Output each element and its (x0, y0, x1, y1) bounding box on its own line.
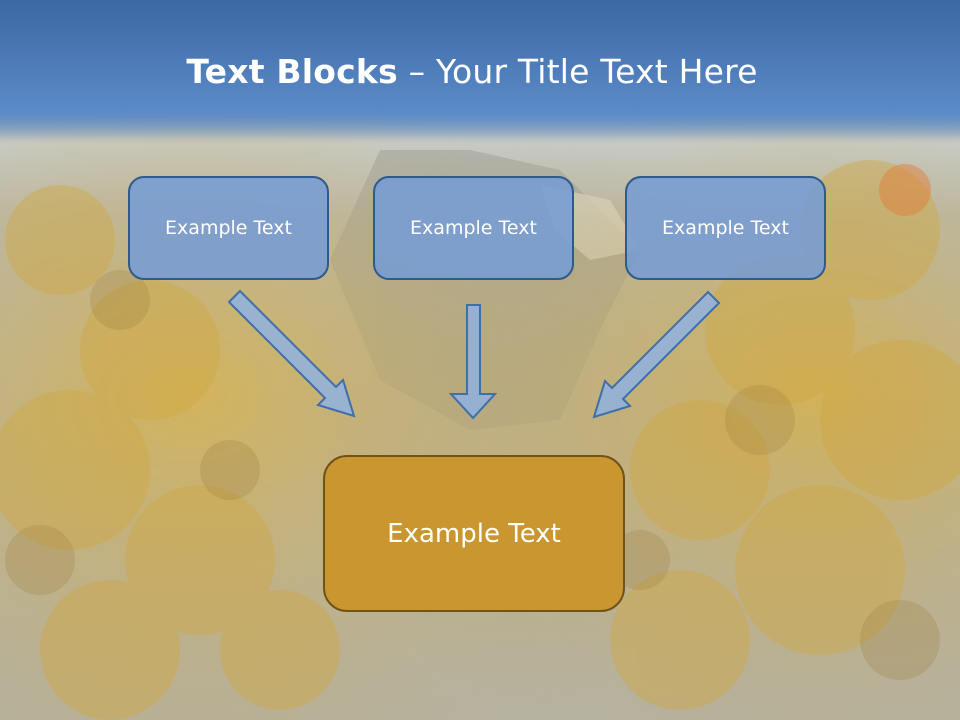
text-block-3-label: Example Text (662, 217, 789, 239)
arrow-middle (448, 304, 498, 420)
text-block-3: Example Text (625, 176, 826, 280)
text-block-1-label: Example Text (165, 217, 292, 239)
text-block-2: Example Text (373, 176, 574, 280)
title-dash: – (397, 52, 436, 91)
target-block: Example Text (323, 455, 625, 612)
text-block-1: Example Text (128, 176, 329, 280)
slide-title: Text Blocks – Your Title Text Here (0, 52, 944, 91)
text-block-2-label: Example Text (410, 217, 537, 239)
title-bold: Text Blocks (186, 52, 398, 91)
arrow-right (592, 290, 721, 419)
arrow-left (227, 289, 356, 418)
title-rest: Your Title Text Here (435, 52, 758, 91)
target-block-label: Example Text (387, 518, 561, 549)
